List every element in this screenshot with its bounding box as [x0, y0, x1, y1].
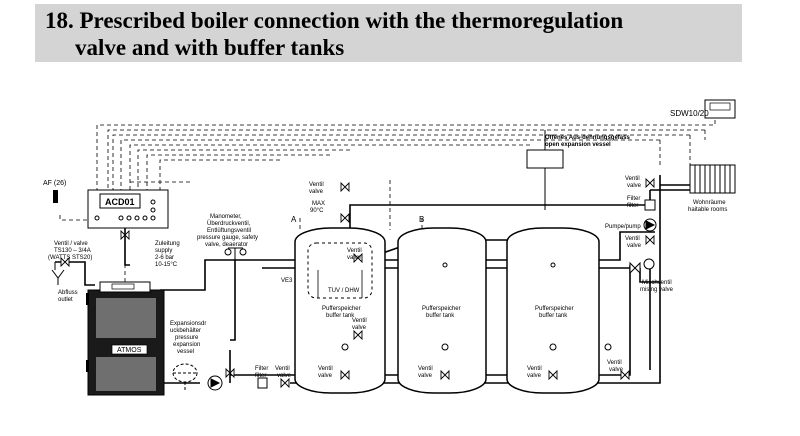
- open-vessel-label-en: open expansion vessel: [545, 142, 611, 148]
- buffer-tank-2: [397, 227, 487, 394]
- ventil-b3-label-1: Ventil: [527, 366, 542, 372]
- ventil-rb-label-2: valve: [609, 367, 624, 373]
- ventil-b2-label-1: Ventil: [418, 366, 433, 372]
- tank1-valve-label-1: Ventil: [352, 318, 367, 324]
- radiator: [689, 164, 736, 194]
- ventil-r1-label-1: Ventil: [625, 176, 640, 182]
- marker-b: B: [419, 215, 424, 224]
- ventil-ts-label-2: TS130 – 3/4A: [54, 248, 91, 254]
- manometer-assembly: [224, 247, 247, 260]
- expansion-label-4: expansion: [173, 342, 200, 348]
- tank3-label-2: buffer tank: [539, 313, 568, 319]
- title-line-1: 18. Prescribed boiler connection with th…: [45, 8, 624, 33]
- pumpe-label: Pumpe/pump: [605, 224, 641, 230]
- ventil-b1-label-2: valve: [318, 373, 333, 379]
- pump-symbols: [207, 218, 657, 391]
- filter-r-label-1: Filter: [627, 196, 640, 202]
- pressure-expansion-vessel: [172, 363, 198, 390]
- tank1-label-1: Pufferspeicher: [322, 306, 361, 312]
- drain-outlet: [51, 262, 65, 285]
- mixing-valve: [629, 258, 655, 275]
- misch-label-1: Mischventil: [642, 280, 672, 286]
- ve3-label: VE3: [281, 278, 293, 284]
- ventil-r2-label-1: Ventil: [625, 236, 640, 242]
- af-sensor: [53, 190, 58, 203]
- ventil-top-label-1: Ventil: [309, 182, 324, 188]
- tuv-label: TUV / DHW: [328, 288, 360, 294]
- zuleitung-label-3: 2-6 bar: [155, 255, 174, 261]
- tank1-label-2: buffer tank: [326, 313, 355, 319]
- buffer-tank-3: [506, 227, 600, 394]
- ventil-ts-label-3: (WATTS STS20): [48, 255, 92, 261]
- filter-bottom-label-2: filter: [255, 373, 266, 379]
- expansion-label-3: pressure: [175, 335, 199, 341]
- manometer-label-1: Manometer,: [210, 214, 242, 220]
- zuleitung-label-2: supply: [155, 248, 172, 254]
- zuleitung-label-1: Zuleitung: [155, 241, 180, 247]
- ventil-inner-label-1: Ventil: [347, 248, 362, 254]
- manometer-label-2: Überdruckventil,: [207, 220, 251, 227]
- title-banner: 18. Prescribed boiler connection with th…: [35, 4, 742, 62]
- acd01-label: ACD01: [105, 197, 135, 207]
- valve-symbols: [60, 177, 655, 389]
- ventil-filter-label-1: Ventil: [275, 366, 290, 372]
- ventil-filter-label-2: valve: [277, 373, 292, 379]
- tank1-valve-label-2: valve: [352, 325, 367, 331]
- page-title: 18. Prescribed boiler connection with th…: [45, 7, 623, 61]
- buffer-tank-1: [294, 227, 386, 394]
- misch-label-2: mising valve: [640, 287, 674, 293]
- ventil-r1-label-2: valve: [627, 183, 642, 189]
- zuleitung-label-4: 10-15°C: [155, 262, 178, 268]
- ventil-ts-label-1: Ventil / valve: [54, 241, 88, 247]
- ventil-top-label-2: valve: [309, 189, 324, 195]
- marker-a: A: [291, 215, 297, 224]
- atmos-boiler: [86, 281, 165, 396]
- max-label-1: MAX: [312, 201, 325, 207]
- thermometer-markers: [341, 262, 612, 351]
- control-wiring: [59, 120, 716, 300]
- title-line-2: valve and with buffer tanks: [75, 35, 345, 60]
- sdw-label: SDW10/20: [670, 109, 709, 118]
- open-vessel-label-de: Offenes Aus-dehnungsgefäss: [545, 135, 630, 141]
- wohn-label-1: Wohnräume: [693, 200, 726, 206]
- tank2-label-2: buffer tank: [426, 313, 455, 319]
- expansion-label-5: vessel: [177, 349, 194, 355]
- tank2-label-1: Pufferspeicher: [422, 306, 461, 312]
- ventil-inner-label-2: valve: [347, 255, 362, 261]
- filter-r-label-2: filter: [627, 203, 638, 209]
- ventil-b3-label-2: valve: [527, 373, 542, 379]
- tank3-label-1: Pufferspeicher: [535, 306, 574, 312]
- filter-bottom-label-1: Filter: [255, 366, 268, 372]
- wohn-label-2: haitable rooms: [688, 207, 727, 213]
- ventil-r2-label-2: valve: [627, 243, 642, 249]
- ventil-b1-label-1: Ventil: [318, 366, 333, 372]
- manometer-label-3: Entlüftungsventil: [207, 228, 251, 234]
- open-expansion-vessel: [526, 130, 564, 210]
- abfluss-label-1: Abfluss: [58, 290, 78, 296]
- ventil-b2-label-2: valve: [418, 373, 433, 379]
- manometer-label-4: pressure gauge, safety: [197, 235, 258, 241]
- max-label-2: 90°C: [310, 208, 324, 214]
- manometer-label-5: valve, deaerator: [205, 242, 248, 248]
- expansion-label-2: uckbehälter: [170, 328, 201, 334]
- sdw-unit: [704, 99, 736, 119]
- atmos-label: ATMOS: [117, 347, 142, 354]
- af-label: AF (26): [43, 180, 66, 187]
- ventil-rb-label-1: Ventil: [607, 360, 622, 366]
- acd01-controller: [87, 189, 169, 229]
- expansion-label-1: Expansionsdr: [170, 321, 206, 327]
- filter-symbols: [257, 199, 656, 389]
- abfluss-label-2: outlet: [58, 297, 73, 303]
